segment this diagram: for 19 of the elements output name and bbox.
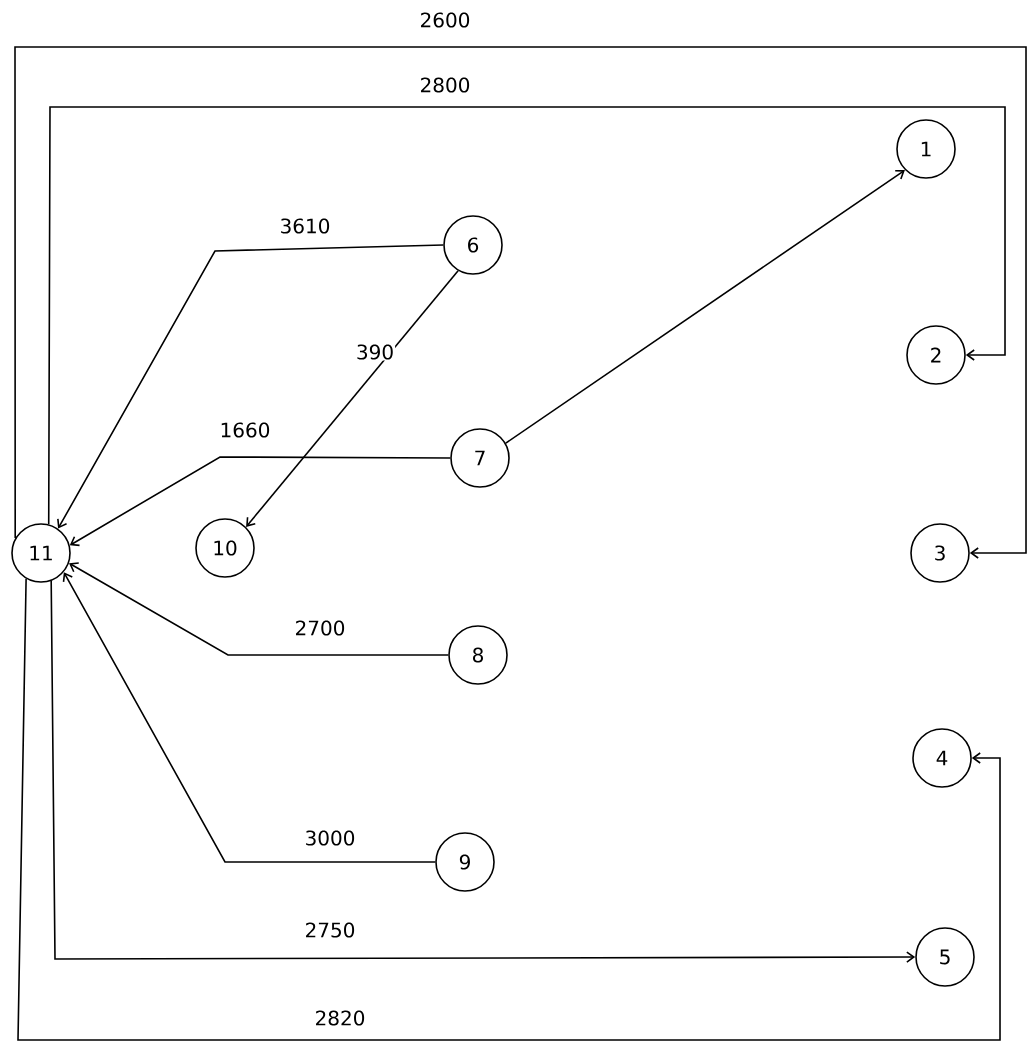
- arrow: [69, 456, 451, 547]
- edge-label: 2820: [313, 1009, 367, 1027]
- edge-label: 1660: [218, 421, 272, 439]
- arrow: [17, 578, 1001, 1041]
- arrow: [57, 244, 444, 529]
- edge-label: 2600: [418, 11, 472, 29]
- arrow: [69, 562, 449, 656]
- arrow: [47, 106, 1006, 525]
- edge-label: 390: [354, 343, 396, 361]
- arrow: [50, 580, 916, 963]
- arrow: [246, 270, 459, 527]
- edge-label: 2750: [303, 921, 357, 939]
- arrow: [62, 572, 436, 863]
- edge-label: 2700: [293, 619, 347, 637]
- arrow: [505, 169, 905, 444]
- edge-label: 2800: [418, 76, 472, 94]
- edge-label: 3610: [278, 217, 332, 235]
- edge-label: 3000: [303, 829, 357, 847]
- arrow: [14, 46, 1027, 559]
